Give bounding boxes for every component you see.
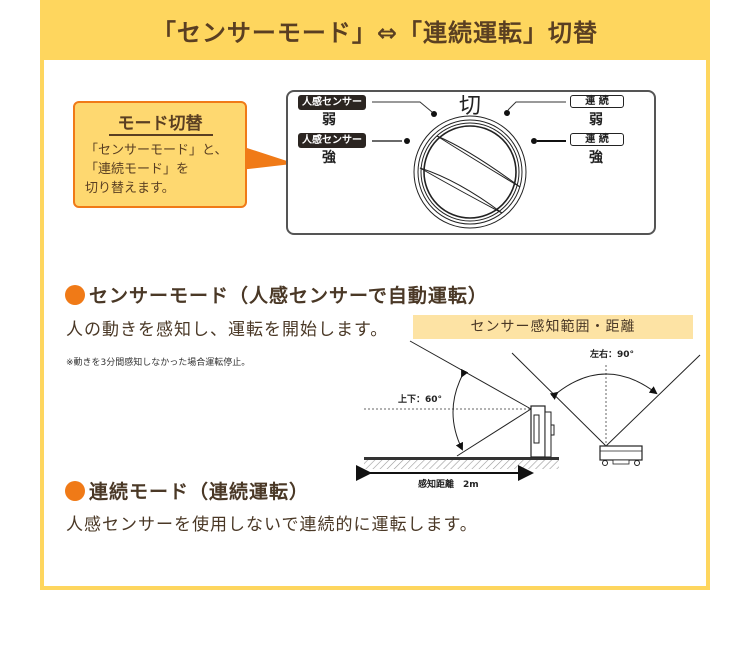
vertical-angle-label: 上下：60° [398, 395, 443, 405]
continuous-mode-description: 人感センサーを使用しないで連続的に運転します。 [66, 515, 478, 535]
page-title: 「センサーモード」⇔「連続運転」切替 [151, 18, 599, 47]
off-position-label: 切 [459, 94, 482, 119]
sensor-range-title: センサー感知範囲・距離 [413, 315, 693, 339]
detection-distance-label: 感知距離 2m [418, 480, 479, 490]
sensor-weak-tag: 人感センサー [298, 95, 366, 110]
sensor-weak-level: 弱 [322, 112, 336, 128]
mode-switch-callout: モード切替 「センサーモード」と、 「連続モード」を 切り替えます。 [73, 101, 247, 208]
continuous-mode-heading-text: 連続モード（連続運転） [89, 481, 310, 503]
continuous-mode-heading: 連続モード（連続運転） [65, 477, 309, 504]
sensor-mode-heading: センサーモード（人感センサーで自動運転） [65, 281, 488, 308]
horizontal-angle-label: 左右：90° [590, 350, 635, 360]
callout-body: 「センサーモード」と、 「連続モード」を 切り替えます。 [85, 143, 228, 196]
orange-bullet-icon [65, 480, 85, 501]
heater-side-icon [530, 405, 555, 458]
dial-knob-icon [413, 115, 527, 229]
continuous-weak-tag: 連 続 [570, 95, 624, 108]
sensor-mode-note: ※動きを3分間感知しなかった場合運転停止。 [66, 358, 251, 368]
sensor-strong-tag: 人感センサー [298, 133, 366, 148]
orange-bullet-icon [65, 284, 85, 305]
continuous-weak-level: 弱 [589, 112, 603, 128]
continuous-strong-tag: 連 続 [570, 133, 624, 146]
continuous-strong-level: 強 [589, 150, 603, 166]
sensor-mode-heading-text: センサーモード（人感センサーで自動運転） [89, 285, 488, 307]
sensor-strong-level: 強 [322, 150, 336, 166]
heater-top-icon [599, 445, 643, 466]
callout-underline [109, 134, 213, 136]
sensor-mode-description: 人の動きを感知し、運転を開始します。 [66, 320, 389, 340]
callout-title: モード切替 [117, 114, 203, 134]
